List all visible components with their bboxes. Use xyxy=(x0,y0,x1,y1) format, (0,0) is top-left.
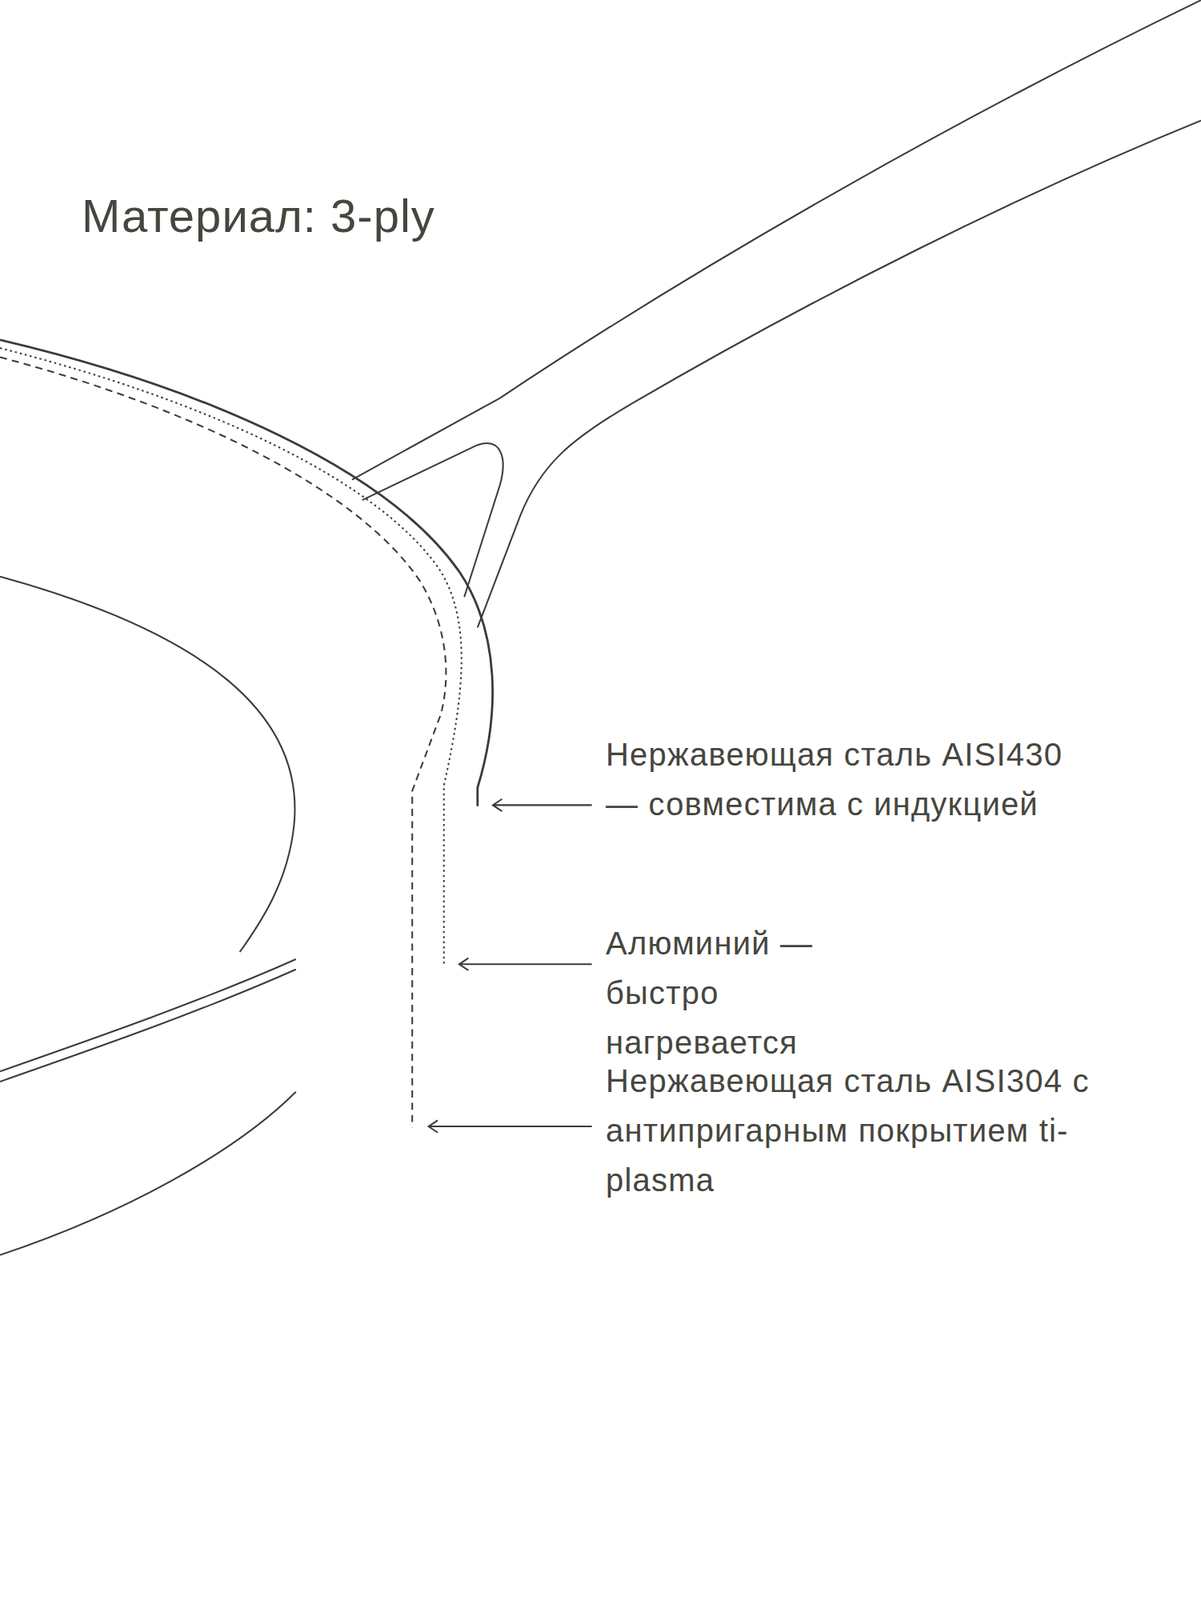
layer-callout: Нержавеющая сталь AISI430 — совместима с… xyxy=(605,729,1086,829)
handle-bottom-edge xyxy=(477,120,1201,629)
layer-callout: Алюминий — быстро нагревается xyxy=(605,918,870,1068)
layer-callout: Нержавеющая сталь AISI304 с антипригарны… xyxy=(605,1056,1134,1206)
pan-base-rim xyxy=(0,959,297,1072)
leader-arrow xyxy=(428,1120,593,1133)
inner-steel-layer xyxy=(0,357,446,1129)
handle-top-edge xyxy=(352,0,1201,480)
pan-body-lower xyxy=(0,1092,297,1256)
diagram-title: Материал: 3-ply xyxy=(81,188,436,243)
outer-steel-layer xyxy=(0,340,493,807)
pan-bottom-inner xyxy=(0,576,296,953)
leader-arrow xyxy=(492,799,593,812)
pan-base-rim xyxy=(0,969,297,1082)
leader-arrow xyxy=(459,958,593,971)
handle-loop xyxy=(362,443,504,597)
